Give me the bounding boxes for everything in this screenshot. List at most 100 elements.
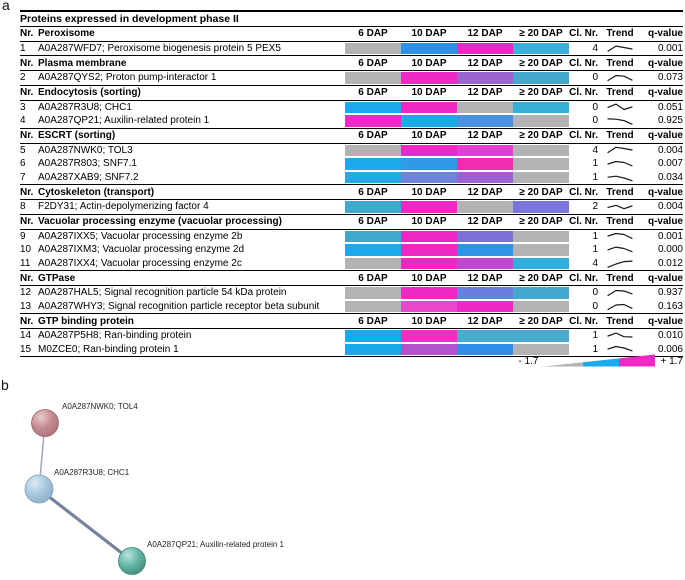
cluster-number: 4 — [592, 258, 598, 270]
dap-column-header: ≥ 20 DAP — [519, 216, 563, 228]
nr-column-header: Nr. — [20, 57, 34, 69]
cluster-number: 0 — [592, 287, 598, 299]
heatmap-cell — [457, 42, 513, 55]
dap-column-header: ≥ 20 DAP — [519, 272, 563, 284]
trend-cell — [603, 173, 637, 183]
protein-table: Proteins expressed in development phase … — [20, 10, 683, 358]
qvalue-column-header: q-value — [647, 272, 683, 284]
row-number: 14 — [20, 330, 32, 342]
trend-column-header: Trend — [606, 315, 634, 327]
protein-name: A0A287QYS2; Proton pump-interactor 1 — [38, 72, 217, 84]
trend-sparkline — [607, 103, 633, 111]
heatmap-cell — [513, 201, 569, 213]
heatmap-cell — [345, 171, 401, 184]
row-number: 8 — [20, 201, 26, 213]
dap-column-header: 10 DAP — [411, 130, 447, 142]
qvalue-column-header: q-value — [647, 216, 683, 228]
heatmap-cell — [457, 158, 513, 170]
trend-line — [607, 118, 633, 125]
heatmap-cell — [513, 42, 569, 55]
trend-column-header: Trend — [606, 272, 634, 284]
heatmap-cell — [457, 171, 513, 184]
cluster-column-header: Cl. Nr. — [569, 87, 598, 99]
q-value: 0.004 — [657, 144, 683, 156]
row-number: 7 — [20, 172, 26, 184]
heatmap-cell — [345, 72, 401, 84]
dap-column-header: ≥ 20 DAP — [519, 186, 563, 198]
cluster-number: 0 — [592, 101, 598, 113]
dap-column-header: ≥ 20 DAP — [519, 87, 563, 99]
heatmap-cell — [345, 101, 401, 114]
nr-column-header: Nr. — [20, 28, 34, 40]
protein-name: A0A287IXX4; Vacuolar processing enzyme 2… — [38, 258, 242, 270]
qvalue-column-header: q-value — [647, 315, 683, 327]
dap-column-header: 6 DAP — [358, 216, 388, 228]
trend-sparkline — [607, 204, 633, 210]
cluster-column-header: Cl. Nr. — [569, 315, 598, 327]
dap-column-header: ≥ 20 DAP — [519, 315, 563, 327]
protein-name: M0ZCE0; Ran-binding protein 1 — [38, 343, 179, 355]
qvalue-column-header: q-value — [647, 57, 683, 69]
q-value: 0.004 — [657, 201, 683, 213]
heatmap-cell — [345, 330, 401, 342]
q-value: 0.001 — [657, 230, 683, 242]
heatmap-cell — [513, 101, 569, 114]
legend-min-label: - 1.7 — [518, 356, 539, 367]
trend-line — [607, 74, 633, 82]
dap-column-header: 12 DAP — [467, 186, 503, 198]
nr-column-header: Nr. — [20, 315, 34, 327]
q-value: 0.925 — [657, 115, 683, 127]
dap-column-header: 10 DAP — [411, 87, 447, 99]
heatmap-cell — [513, 257, 569, 270]
trend-cell — [603, 331, 637, 341]
protein-name: A0A287WFD7; Peroxisome biogenesis protei… — [38, 43, 281, 55]
trend-line — [607, 147, 633, 154]
heatmap-cell — [401, 171, 457, 184]
category-label: Plasma membrane — [38, 57, 127, 69]
heatmap-cell — [457, 72, 513, 84]
heatmap-legend: - 1.7 + 1.7 — [518, 354, 683, 367]
q-value: 0.007 — [657, 158, 683, 170]
trend-column-header: Trend — [606, 130, 634, 142]
qvalue-column-header: q-value — [647, 186, 683, 198]
dap-column-header: 6 DAP — [358, 186, 388, 198]
heatmap-cell — [513, 343, 569, 356]
qvalue-column-header: q-value — [647, 130, 683, 142]
trend-sparkline — [607, 260, 633, 268]
dap-column-header: 10 DAP — [411, 28, 447, 40]
trend-sparkline — [607, 233, 633, 240]
cluster-column-header: Cl. Nr. — [569, 28, 598, 40]
network-node-label: A0A287QP21; Auxilin-related protein 1 — [147, 540, 285, 549]
trend-sparkline — [607, 147, 633, 154]
trend-cell — [603, 159, 637, 169]
network-node-label: A0A287R3U8; CHC1 — [54, 468, 130, 477]
dap-column-header: 12 DAP — [467, 272, 503, 284]
category-label: Vacuolar processing enzyme (vacuolar pro… — [38, 216, 282, 228]
dap-column-header: 12 DAP — [467, 130, 503, 142]
dap-column-header: 12 DAP — [467, 216, 503, 228]
trend-column-header: Trend — [606, 216, 634, 228]
heatmap-cell — [345, 115, 401, 127]
trend-sparkline — [607, 175, 633, 181]
dap-column-header: 12 DAP — [467, 315, 503, 327]
trend-sparkline — [607, 45, 633, 52]
category-label: Endocytosis (sorting) — [38, 87, 141, 99]
heatmap-cell — [401, 257, 457, 270]
row-number: 9 — [20, 230, 26, 242]
heatmap-cell — [345, 201, 401, 213]
heatmap-cell — [401, 343, 457, 356]
protein-name: A0A287R3U8; CHC1 — [38, 101, 132, 113]
protein-name: A0A287WHY3; Signal recognition particle … — [38, 301, 320, 312]
trend-cell — [603, 259, 637, 269]
heatmap-cell — [457, 330, 513, 342]
